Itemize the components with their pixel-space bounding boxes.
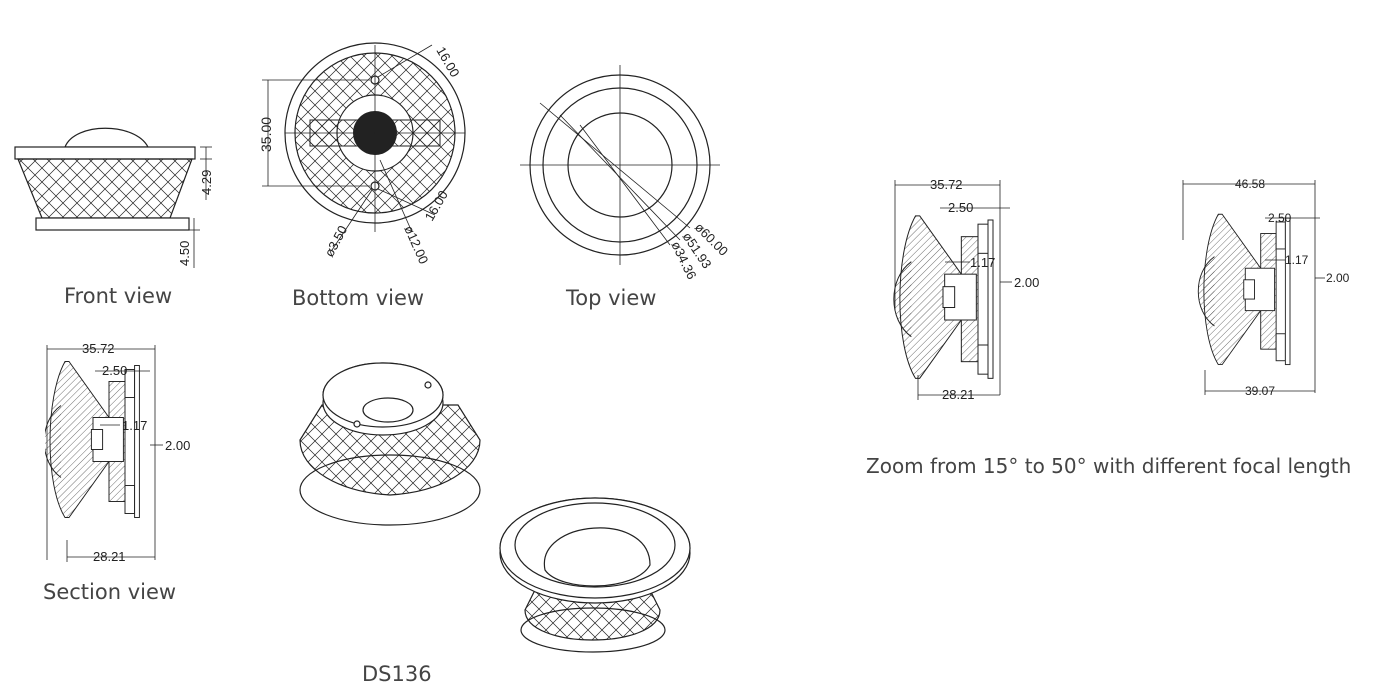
zoom-b-dim-width-top: 46.58 xyxy=(1235,177,1265,191)
zoom-a-dim-inner: 1.17 xyxy=(970,255,995,270)
top-view-drawing xyxy=(520,65,720,265)
zoom-b-dim-width-bottom: 39.07 xyxy=(1245,384,1275,398)
zoom-a-dim-width-top: 35.72 xyxy=(930,177,963,192)
section-dim-inner: 1.17 xyxy=(122,418,147,433)
zoom-b-dim-step: 2.50 xyxy=(1268,211,1292,225)
front-dim-h1: 4.29 xyxy=(199,170,214,195)
front-dim-h2: 4.50 xyxy=(177,241,192,266)
zoom-a-dim-width-bottom: 28.21 xyxy=(942,387,975,402)
section-dim-width-top: 35.72 xyxy=(82,341,115,356)
section-dim-width-bottom: 28.21 xyxy=(93,549,126,564)
bottom-dim-hole: ø3.50 xyxy=(321,223,350,259)
zoom-a-dim-step: 2.50 xyxy=(948,200,973,215)
bottom-dim-center: ø12.00 xyxy=(401,223,431,266)
bottom-dim-height: 35.00 xyxy=(258,117,274,152)
top-view-caption: Top view xyxy=(566,286,657,310)
section-dim-step: 2.50 xyxy=(102,363,127,378)
zoom-b-dim-gap: 2.00 xyxy=(1326,271,1350,285)
bottom-dim-offset-top: 16.00 xyxy=(433,44,462,80)
lens-3d-view-front xyxy=(499,497,691,653)
zoom-section-a-drawing xyxy=(893,180,1012,400)
section-view-drawing xyxy=(45,345,163,562)
bottom-view-drawing xyxy=(262,42,466,251)
section-view-caption: Section view xyxy=(43,580,177,604)
bottom-view-caption: Bottom view xyxy=(292,286,425,310)
lens-3d-view-rear xyxy=(299,362,481,526)
section-dim-gap: 2.00 xyxy=(165,438,190,453)
zoom-section-b-drawing xyxy=(1182,180,1325,395)
model-name-caption: DS136 xyxy=(362,662,432,686)
zoom-a-dim-gap: 2.00 xyxy=(1014,275,1039,290)
front-view-drawing xyxy=(14,127,212,268)
zoom-b-dim-inner: 1.17 xyxy=(1285,253,1309,267)
front-view-caption: Front view xyxy=(64,284,173,308)
zoom-caption: Zoom from 15° to 50° with different foca… xyxy=(866,454,1352,478)
